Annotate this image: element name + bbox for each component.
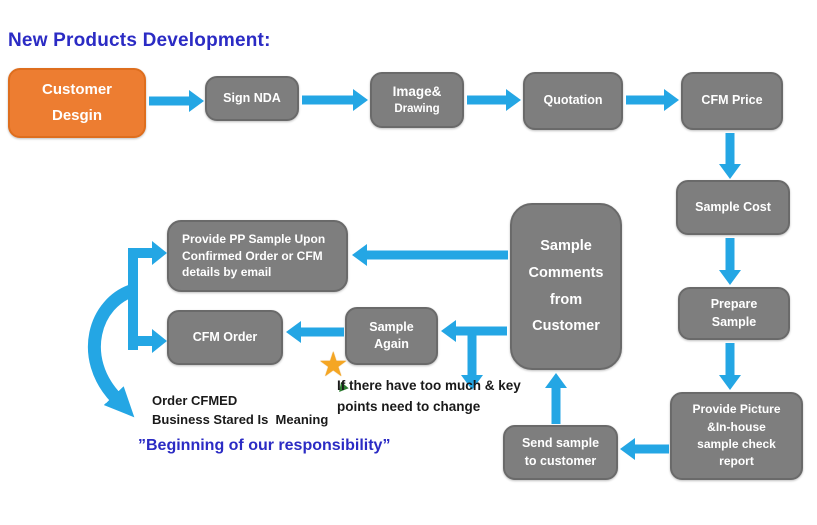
node-provide-picture: Provide Picture &In-house sample check r… <box>670 392 803 480</box>
arrow-nda-to-image <box>302 89 368 111</box>
arrow-customer-to-nda <box>149 90 204 112</box>
arrow-picture-to-sendsample <box>620 438 669 460</box>
node-sample-comments: Sample Comments from Customer <box>510 203 622 370</box>
change-condition-note: If there have too much & key points need… <box>337 378 521 414</box>
node-cfm-price: CFM Price <box>681 72 783 130</box>
node-provide-pp-sample: Provide PP Sample Upon Confirmed Order o… <box>167 220 348 292</box>
node-sign-nda: Sign NDA <box>205 76 299 121</box>
arrow-cfmprice-to-samplecost <box>719 133 741 179</box>
arrow-samplecost-to-prepare <box>719 238 741 285</box>
node-customer-design: Customer Desgin <box>8 68 146 138</box>
node-sample-cost: Sample Cost <box>676 180 790 235</box>
node-image-drawing: Image&Drawing <box>370 72 464 128</box>
arrow-sendsample-to-comments <box>545 373 567 424</box>
arrow-image-to-quotation <box>467 89 521 111</box>
node-sample-again: Sample Again <box>345 307 438 365</box>
node-cfm-order: CFM Order <box>167 310 283 365</box>
node-image-drawing-text: Image&Drawing <box>392 83 442 116</box>
arrow-prepare-to-picture <box>719 343 741 390</box>
curved-connector-arrow <box>87 241 167 418</box>
order-cfmed-note: Order CFMED Business Stared Is Meaning <box>152 393 329 427</box>
arrow-quotation-to-cfmprice <box>626 89 679 111</box>
arrow-comments-to-ppsample <box>352 244 508 266</box>
node-quotation: Quotation <box>523 72 623 130</box>
star-icon: ★ <box>318 346 349 384</box>
node-prepare-sample: Prepare Sample <box>678 287 790 340</box>
node-send-sample: Send sample to customer <box>503 425 618 480</box>
arrow-sampleagain-to-cfmorder <box>286 321 344 343</box>
page-title: New Products Development: <box>8 30 271 51</box>
responsibility-quote: ”Beginning of our responsibility” <box>138 437 391 454</box>
